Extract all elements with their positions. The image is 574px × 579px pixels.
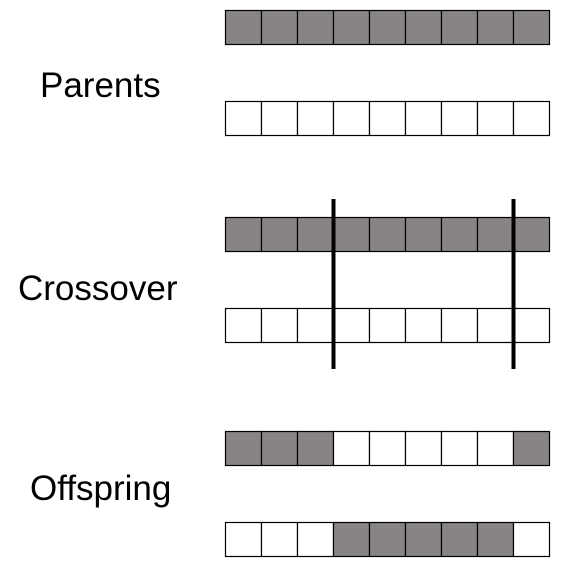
gene-cell	[404, 9, 443, 46]
gene-cell	[404, 100, 443, 137]
gene-cell	[332, 216, 371, 253]
gene-cell	[368, 100, 407, 137]
gene-cell	[440, 307, 479, 344]
gene-cell	[296, 307, 335, 344]
gene-cell	[260, 100, 299, 137]
gene-cell	[224, 521, 263, 558]
offspring-chromosome-1	[224, 430, 551, 467]
gene-cell	[296, 430, 335, 467]
gene-cell	[296, 521, 335, 558]
gene-cell	[476, 216, 515, 253]
gene-cell	[440, 216, 479, 253]
gene-cell	[332, 9, 371, 46]
gene-cell	[296, 9, 335, 46]
gene-cell	[512, 430, 551, 467]
gene-cell	[440, 430, 479, 467]
gene-cell	[368, 216, 407, 253]
gene-cell	[224, 307, 263, 344]
offspring-label: Offspring	[30, 469, 172, 508]
gene-cell	[440, 521, 479, 558]
gene-cell	[332, 307, 371, 344]
crossover-chromosome-2	[224, 307, 551, 344]
gene-cell	[440, 9, 479, 46]
gene-cell	[404, 521, 443, 558]
gene-cell	[224, 216, 263, 253]
gene-cell	[260, 216, 299, 253]
gene-cell	[512, 216, 551, 253]
gene-cell	[296, 100, 335, 137]
parents-chromosome-1	[224, 9, 551, 46]
parents-label: Parents	[40, 66, 161, 105]
gene-cell	[332, 100, 371, 137]
gene-cell	[476, 521, 515, 558]
gene-cell	[476, 9, 515, 46]
crossover-chromosome-1	[224, 216, 551, 253]
gene-cell	[404, 216, 443, 253]
gene-cell	[368, 430, 407, 467]
gene-cell	[332, 430, 371, 467]
gene-cell	[368, 307, 407, 344]
gene-cell	[476, 100, 515, 137]
gene-cell	[224, 430, 263, 467]
gene-cell	[224, 100, 263, 137]
gene-cell	[476, 307, 515, 344]
offspring-section	[224, 430, 551, 558]
crossover-section	[224, 199, 551, 369]
gene-cell	[260, 307, 299, 344]
gene-cell	[404, 430, 443, 467]
crossover-label: Crossover	[18, 269, 178, 308]
offspring-chromosome-2	[224, 521, 551, 558]
gene-cell	[404, 307, 443, 344]
parents-chromosome-2	[224, 100, 551, 137]
gene-cell	[260, 430, 299, 467]
gene-cell	[260, 9, 299, 46]
parents-section	[224, 9, 551, 137]
gene-cell	[512, 9, 551, 46]
gene-cell	[332, 521, 371, 558]
gene-cell	[368, 9, 407, 46]
gene-cell	[476, 430, 515, 467]
gene-cell	[224, 9, 263, 46]
gene-cell	[512, 100, 551, 137]
gene-cell	[440, 100, 479, 137]
gene-cell	[512, 307, 551, 344]
gene-cell	[368, 521, 407, 558]
gene-cell	[512, 521, 551, 558]
gene-cell	[260, 521, 299, 558]
gene-cell	[296, 216, 335, 253]
